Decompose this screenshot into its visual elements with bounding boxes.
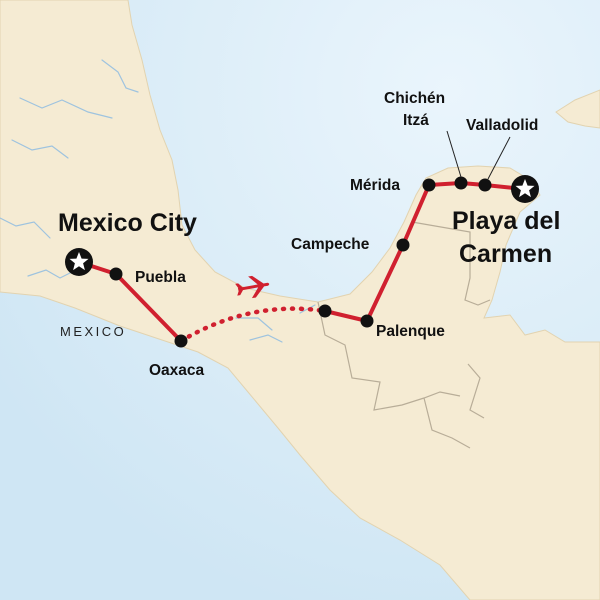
star-icon	[511, 175, 539, 203]
stop-dot-palenque-west	[318, 304, 332, 318]
stop-dot-campeche	[396, 238, 410, 252]
stop-dot-palenque	[360, 314, 374, 328]
label-oaxaca: Oaxaca	[149, 362, 205, 379]
route-segment-oaxaca-palenque-flight	[178, 306, 328, 344]
label-chichen-itza-line1: Chichén	[384, 90, 445, 107]
label-mexico-city: Mexico City	[58, 209, 197, 237]
stop-dot-oaxaca	[174, 334, 188, 348]
label-campeche: Campeche	[291, 236, 370, 253]
label-playa-line1: Playa del	[452, 207, 560, 235]
cuba	[555, 89, 600, 129]
star-icon	[65, 248, 93, 276]
stop-dots	[109, 176, 492, 348]
borders	[317, 221, 491, 449]
label-palenque: Palenque	[376, 323, 445, 340]
route-segment-campeche-merida	[401, 183, 431, 247]
stop-dot-puebla	[109, 267, 123, 281]
label-chichen-itza-line2: Itzá	[403, 112, 429, 129]
leader-lines	[446, 130, 511, 180]
stop-dot-merida	[422, 178, 436, 192]
label-merida: Mérida	[350, 177, 400, 194]
airplane-icon	[235, 275, 270, 299]
stop-dot-valladolid	[478, 178, 492, 192]
stop-dot-chichen-itza	[454, 176, 468, 190]
rivers	[0, 59, 316, 343]
label-puebla: Puebla	[135, 269, 186, 286]
country-label: MEXICO	[60, 324, 126, 339]
label-playa-line2: Carmen	[459, 240, 552, 268]
route-segment-puebla-oaxaca	[114, 272, 183, 343]
label-valladolid: Valladolid	[466, 117, 538, 134]
